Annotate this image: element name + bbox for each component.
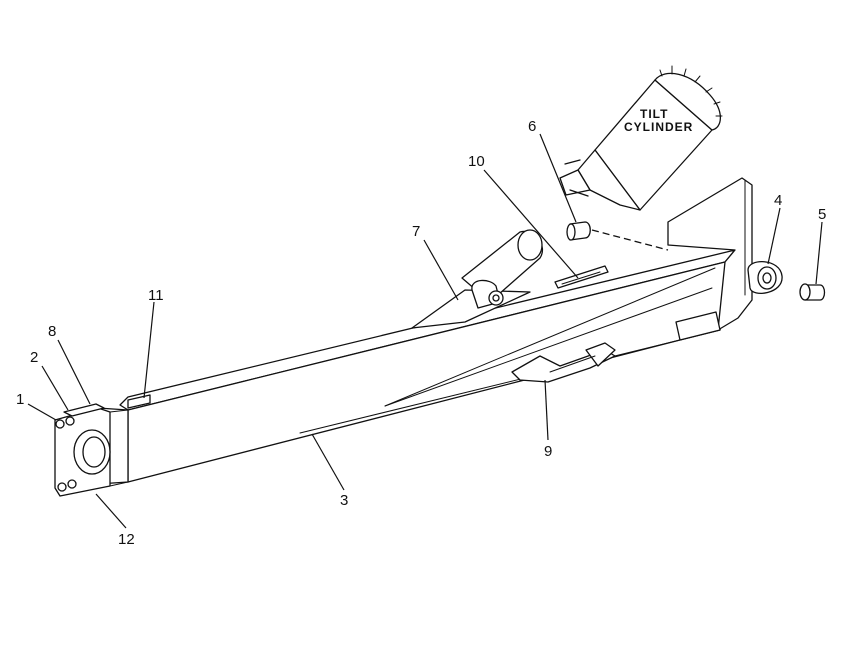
callout-12: 12 xyxy=(118,531,135,548)
callout-8: 8 xyxy=(48,323,56,340)
callout-9: 9 xyxy=(544,443,552,460)
callout-5: 5 xyxy=(818,206,826,223)
pivot-eye xyxy=(747,261,783,294)
callout-4: 4 xyxy=(774,192,782,209)
pin-part-5 xyxy=(799,283,826,301)
lower-bracket-part-9 xyxy=(511,311,721,383)
tilt-bracket-plate xyxy=(667,177,753,331)
cylinder-label-line-1: TILT xyxy=(640,107,668,121)
callout-11: 11 xyxy=(148,287,164,304)
callout-1: 1 xyxy=(16,391,24,408)
cylinder-label-line-2: CYLINDER xyxy=(624,120,693,134)
callout-10: 10 xyxy=(468,153,485,170)
callout-6: 6 xyxy=(528,118,536,135)
callout-numbers: 1 2 3 4 5 6 7 8 9 10 11 12 xyxy=(16,118,826,548)
front-clamp-assembly xyxy=(54,403,129,497)
top-slot-part-10 xyxy=(554,265,609,289)
push-arm-beam xyxy=(97,249,736,485)
callout-7: 7 xyxy=(412,223,420,240)
callout-3: 3 xyxy=(340,492,348,509)
pin-alignment-line xyxy=(591,229,669,251)
leader-lines xyxy=(27,133,823,529)
callout-2: 2 xyxy=(30,349,38,366)
bushing-part-6 xyxy=(566,221,591,241)
tilt-cylinder xyxy=(559,65,723,211)
upper-tilt-bracket xyxy=(411,229,544,329)
